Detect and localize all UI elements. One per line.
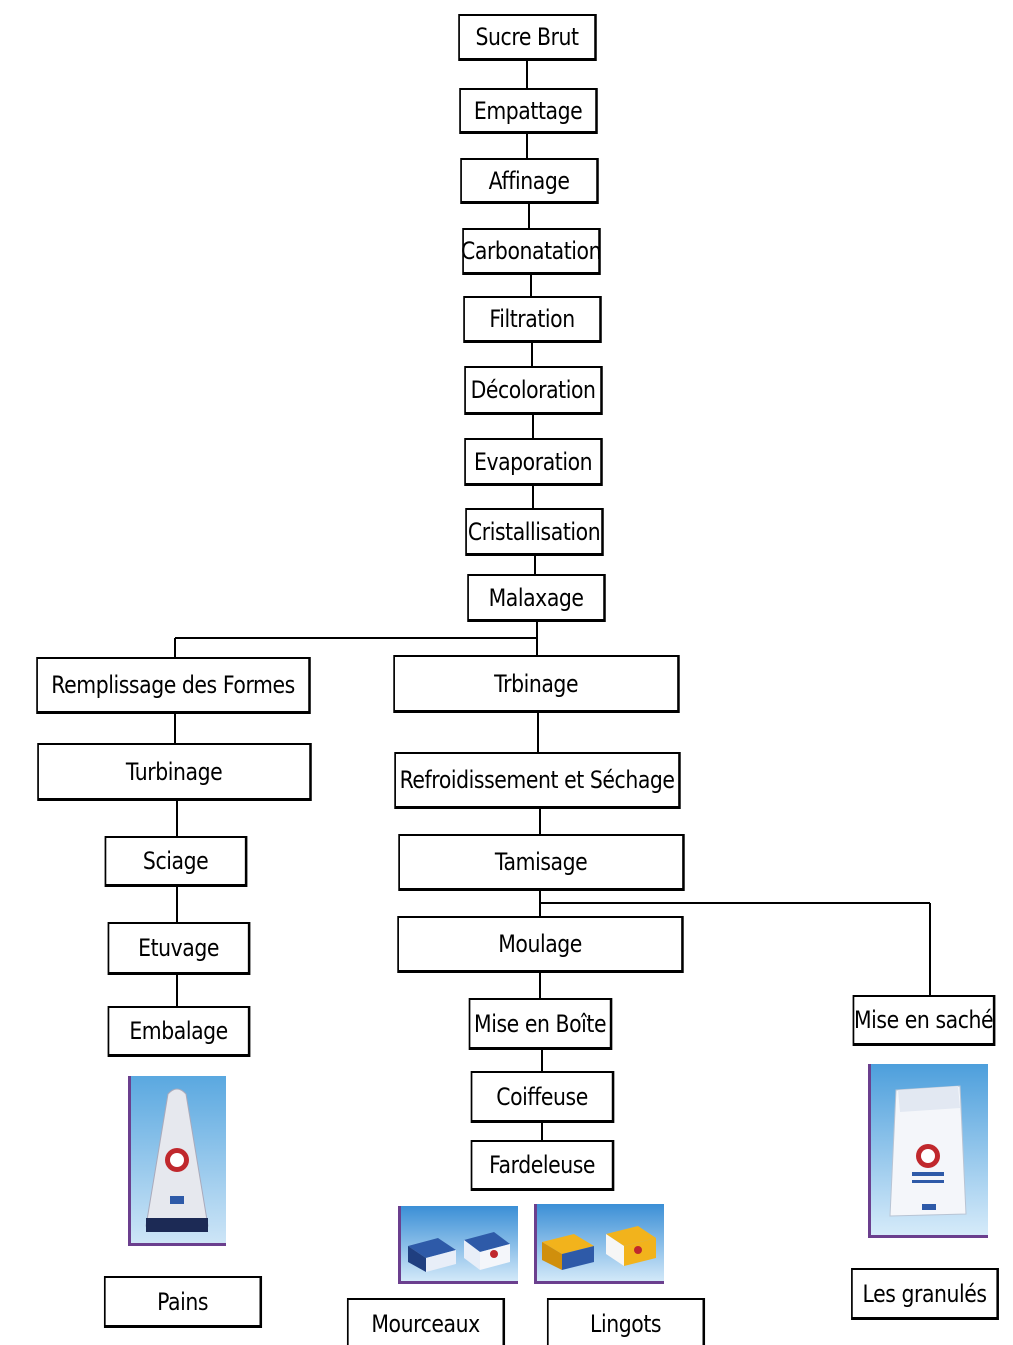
product-mourceaux: Mourceaux	[346, 1298, 506, 1345]
product-les-granules: Les granulés	[851, 1268, 999, 1320]
step-moulage: Moulage	[397, 916, 684, 973]
step-mise-en-boite: Mise en Boîte	[468, 998, 613, 1050]
step-sucre-brut: Sucre Brut	[458, 14, 597, 61]
product-lingots: Lingots	[546, 1298, 706, 1345]
sugar-lingot-boxes-photo	[534, 1204, 664, 1284]
step-tamisage: Tamisage	[398, 834, 685, 891]
step-refroidissement-et-sechage: Refroidissement et Séchage	[394, 752, 681, 809]
step-filtration: Filtration	[463, 296, 602, 343]
step-empattage: Empattage	[459, 88, 598, 134]
step-decoloration: Décoloration	[464, 366, 603, 415]
step-mise-en-sache: Mise en saché	[852, 995, 996, 1046]
step-sciage: Sciage	[104, 836, 248, 887]
step-carbonatation: Carbonatation	[461, 228, 602, 275]
step-trbinage: Trbinage	[393, 655, 680, 713]
step-affinage: Affinage	[460, 158, 599, 204]
granulated-sugar-bag-photo	[868, 1064, 988, 1238]
step-evaporation: Evaporation	[464, 438, 603, 486]
step-malaxage: Malaxage	[467, 574, 606, 622]
sugar-cube-boxes-photo	[398, 1206, 518, 1284]
step-turbinage: Turbinage	[37, 743, 312, 801]
step-etuvage: Etuvage	[107, 922, 251, 975]
step-embalage: Embalage	[107, 1006, 251, 1057]
step-coiffeuse: Coiffeuse	[470, 1071, 615, 1123]
sugar-loaf-photo	[128, 1076, 226, 1246]
step-cristallisation: Cristallisation	[465, 508, 604, 556]
step-fardeleuse: Fardeleuse	[470, 1140, 615, 1191]
product-pains: Pains	[103, 1276, 263, 1328]
step-remplissage-des-formes: Remplissage des Formes	[36, 657, 311, 714]
